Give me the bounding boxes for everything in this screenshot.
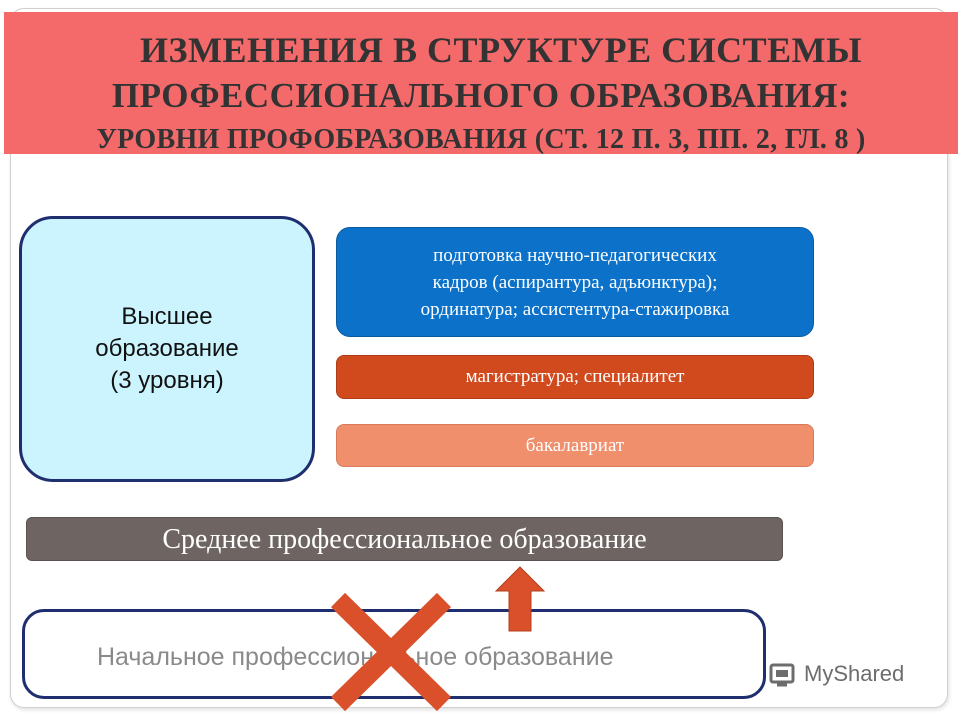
title-line-1: ИЗМЕНЕНИЯ В СТРУКТУРЕ СИСТЕМЫ xyxy=(140,30,862,70)
higher-education-box: Высшее образование (3 уровня) xyxy=(19,216,315,482)
watermark-text: MyShared xyxy=(804,661,905,686)
postgraduate-level-box: подготовка научно-педагогических кадров … xyxy=(336,227,814,337)
bachelor-level-box: бакалавриат xyxy=(336,424,814,467)
secondary-education-bar: Среднее профессиональное образование xyxy=(26,517,783,561)
master-level-label: магистратура; специалитет xyxy=(465,366,685,387)
postgraduate-label-line: ординатура; ассистентура-стажировка xyxy=(420,298,730,320)
master-level-box: магистратура; специалитет xyxy=(336,355,814,399)
postgraduate-label-line: подготовка научно-педагогических xyxy=(433,244,717,266)
cross-out-icon xyxy=(330,592,452,712)
bachelor-level-label: бакалавриат xyxy=(525,434,625,456)
higher-education-label-line: (3 уровня) xyxy=(110,367,224,394)
title-banner: ИЗМЕНЕНИЯ В СТРУКТУРЕ СИСТЕМЫ ПРОФЕССИОН… xyxy=(4,12,958,155)
title-line-2: ПРОФЕССИОНАЛЬНОГО ОБРАЗОВАНИЯ: xyxy=(111,76,851,115)
title-line-3: УРОВНИ ПРОФОБРАЗОВАНИЯ (СТ. 12 П. 3, ПП.… xyxy=(96,124,866,155)
myshared-logo-icon xyxy=(769,663,795,687)
higher-education-label-line: Высшее xyxy=(121,303,213,330)
watermark: MyShared xyxy=(768,656,928,692)
arrow-up-icon xyxy=(494,566,546,632)
postgraduate-label-line: кадров (аспирантура, адъюнктура); xyxy=(432,271,718,293)
higher-education-label-line: образование xyxy=(95,335,239,362)
